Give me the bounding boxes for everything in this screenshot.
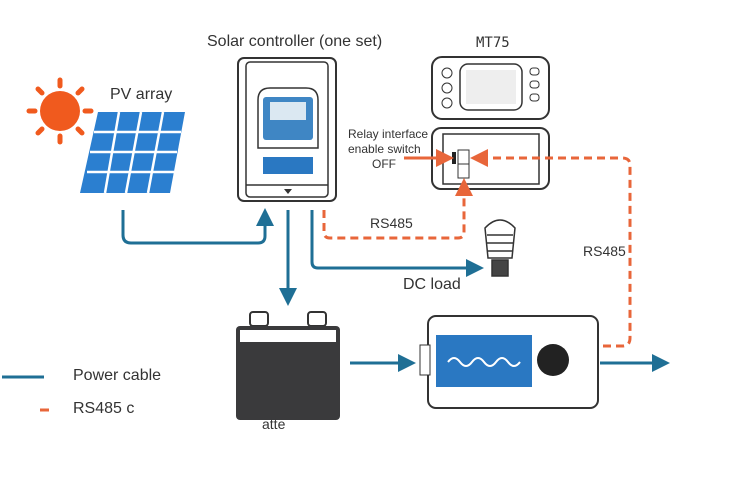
battery-label: atte — [262, 416, 286, 432]
dc-load-label: DC load — [403, 276, 461, 293]
inverter-device — [419, 315, 599, 409]
pv-array-label: PV array — [110, 86, 173, 103]
relay-label-line1: Relay interface — [348, 127, 429, 141]
sun-icon — [26, 77, 94, 145]
mt75-label: MT75 — [476, 35, 510, 51]
mt75-display-device — [431, 56, 550, 120]
rs485-left-label: RS485 — [370, 215, 413, 231]
rs485-right-label: RS485 — [583, 243, 626, 259]
rs485-cable-lines — [322, 149, 632, 348]
battery-icon — [236, 311, 340, 420]
relay-interface-box — [431, 127, 550, 190]
dc-load-bulb-icon — [484, 219, 516, 277]
solar-panel-icon — [80, 111, 185, 194]
solar-controller-device — [237, 57, 337, 202]
legend-rs485-label: RS485 c — [73, 400, 135, 417]
relay-state-label: OFF — [372, 157, 396, 171]
controller-title: Solar controller (one set) — [207, 33, 383, 50]
power-cable-lines — [121, 208, 670, 372]
legend-power-label: Power cable — [73, 367, 162, 384]
relay-label-line2: enable switch — [348, 142, 421, 156]
